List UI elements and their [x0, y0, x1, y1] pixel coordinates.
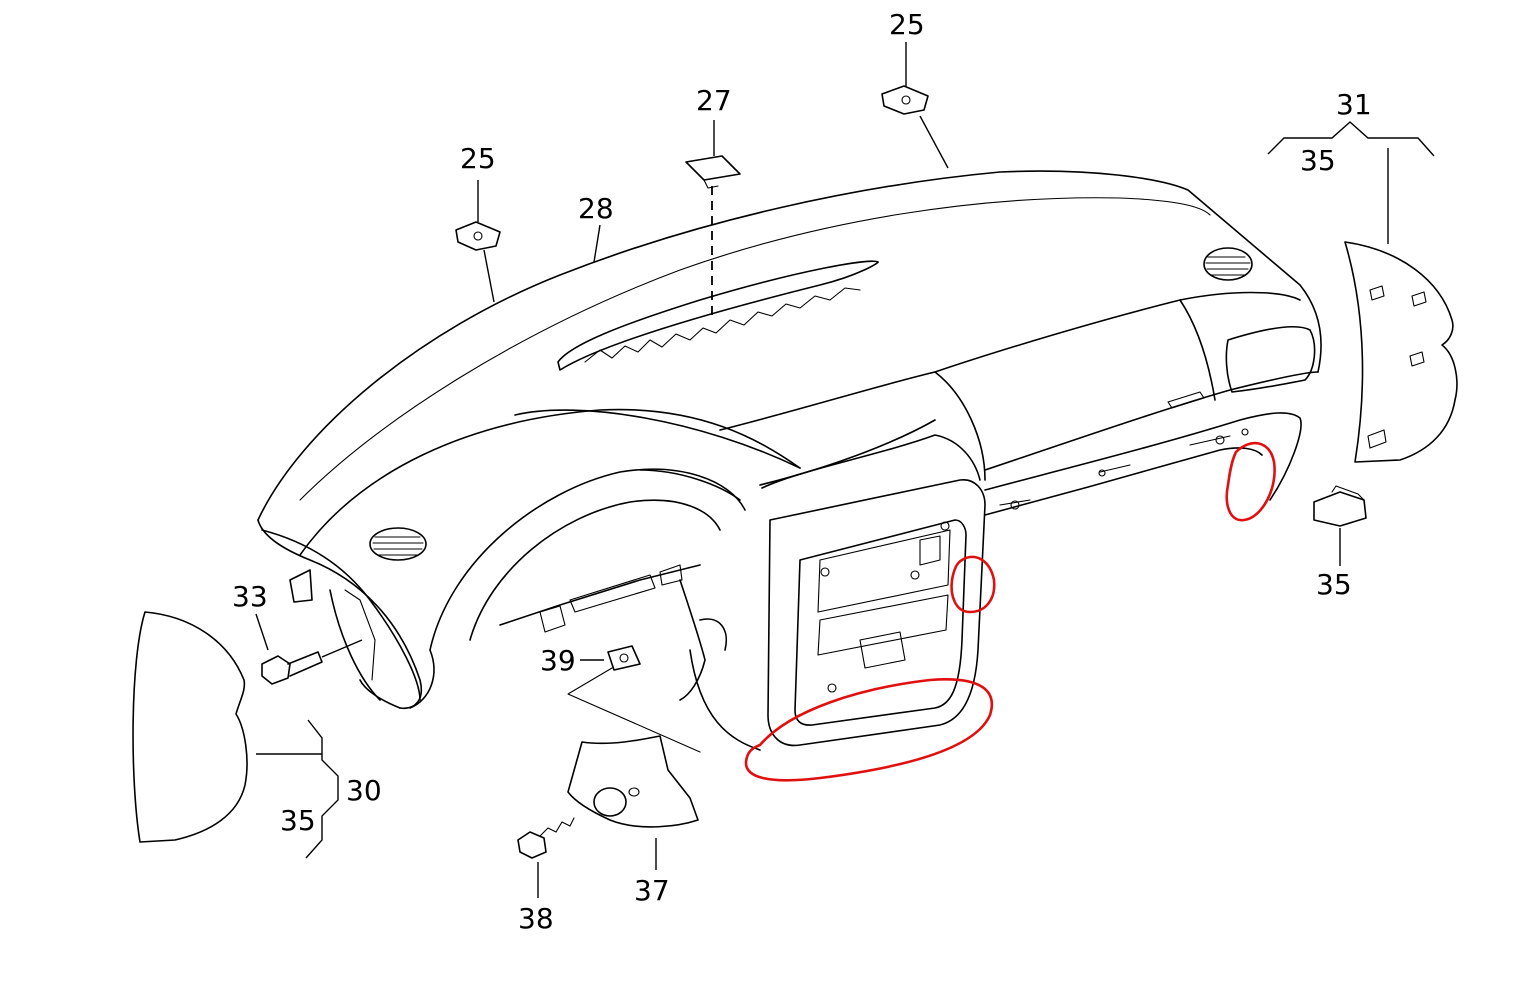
- callout-35-right: 35: [1316, 568, 1352, 601]
- callout-38: 38: [518, 902, 554, 935]
- leader-lines: [255, 42, 1435, 898]
- cover-37: [567, 735, 699, 828]
- callout-39: 39: [540, 644, 576, 677]
- callout-31: 31: [1336, 88, 1372, 121]
- bracket-27: [685, 155, 741, 189]
- clip-39: [567, 645, 701, 753]
- screw-38: [517, 817, 575, 859]
- callout-37: 37: [634, 874, 670, 907]
- callout-28: 28: [578, 192, 614, 225]
- clip-35-right: [1313, 485, 1367, 527]
- callout-25-left: 25: [460, 142, 496, 175]
- end-cap-30: [132, 611, 248, 843]
- clip-25-left: [455, 221, 501, 251]
- callout-33: 33: [232, 580, 268, 613]
- red-annotation-marks: [744, 441, 1276, 782]
- callout-25-top: 25: [889, 8, 925, 41]
- red-mark-bottom-frame: [744, 678, 993, 782]
- callout-35-top: 35: [1300, 144, 1336, 177]
- callout-27: 27: [696, 84, 732, 117]
- dashboard-panel: [257, 170, 1322, 751]
- callout-labels: 25 25 27 28 31 35 35 33 39 30 35 37 38: [232, 8, 1372, 935]
- callout-30: 30: [346, 774, 382, 807]
- red-mark-side-rail: [1225, 441, 1276, 522]
- bolt-33: [261, 639, 363, 685]
- clip-25-top: [881, 85, 929, 115]
- red-mark-right-frame: [950, 555, 996, 614]
- end-cap-31: [1344, 241, 1458, 463]
- callout-35-left: 35: [280, 804, 316, 837]
